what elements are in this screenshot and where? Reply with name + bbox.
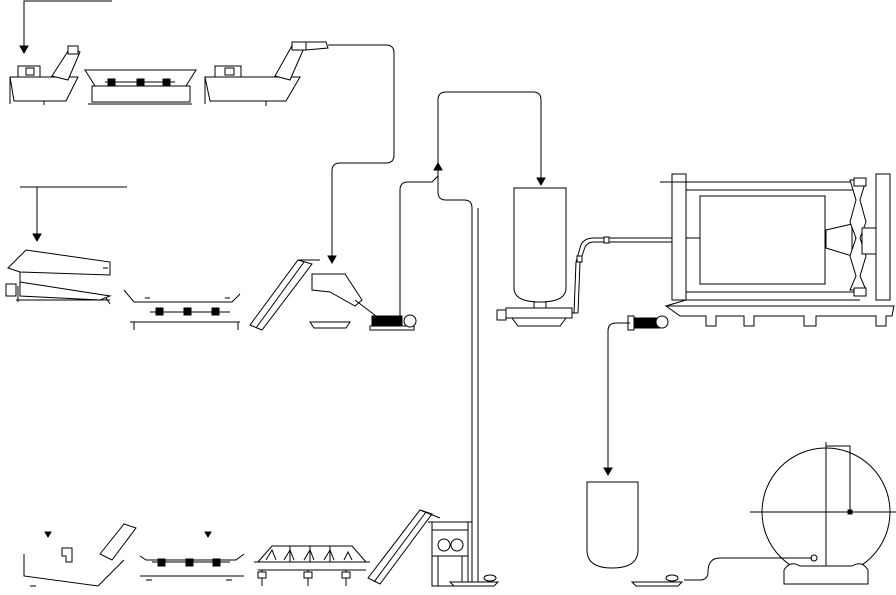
feed-arrow-top [19, 0, 112, 55]
washing-tank-1 [9, 45, 81, 105]
spray-washer [254, 545, 370, 586]
inclined-washer [5, 249, 112, 305]
inclined-conveyor-2 [249, 259, 320, 331]
feed-marker-2 [204, 531, 212, 538]
transfer-pipe-1 [327, 44, 395, 265]
dewatering-screen-3 [139, 553, 245, 581]
pump-2 [603, 315, 669, 477]
filter-press [660, 173, 895, 327]
hopper-2 [309, 273, 363, 329]
washing-tank-3 [23, 523, 137, 587]
row-1-washing-line [9, 0, 395, 265]
row-2-washing-line [5, 186, 417, 331]
outlet-tray-2 [630, 557, 812, 587]
washing-tank-2 [204, 41, 329, 106]
storage-silo [496, 187, 675, 327]
outlet-tray-1 [448, 574, 500, 587]
collection-tank [586, 481, 639, 569]
drum-dryer [428, 521, 472, 587]
pump-1 [354, 190, 417, 331]
feed-arrow-middle [20, 186, 127, 243]
dewatering-screen-2 [123, 289, 241, 330]
row-3-washing-line [23, 509, 500, 587]
inclined-conveyor-3 [367, 509, 441, 585]
feed-marker-1 [44, 531, 52, 538]
dewatering-screen-1 [84, 69, 197, 105]
drum-mixer [750, 442, 896, 585]
riser-pipes [399, 91, 546, 582]
